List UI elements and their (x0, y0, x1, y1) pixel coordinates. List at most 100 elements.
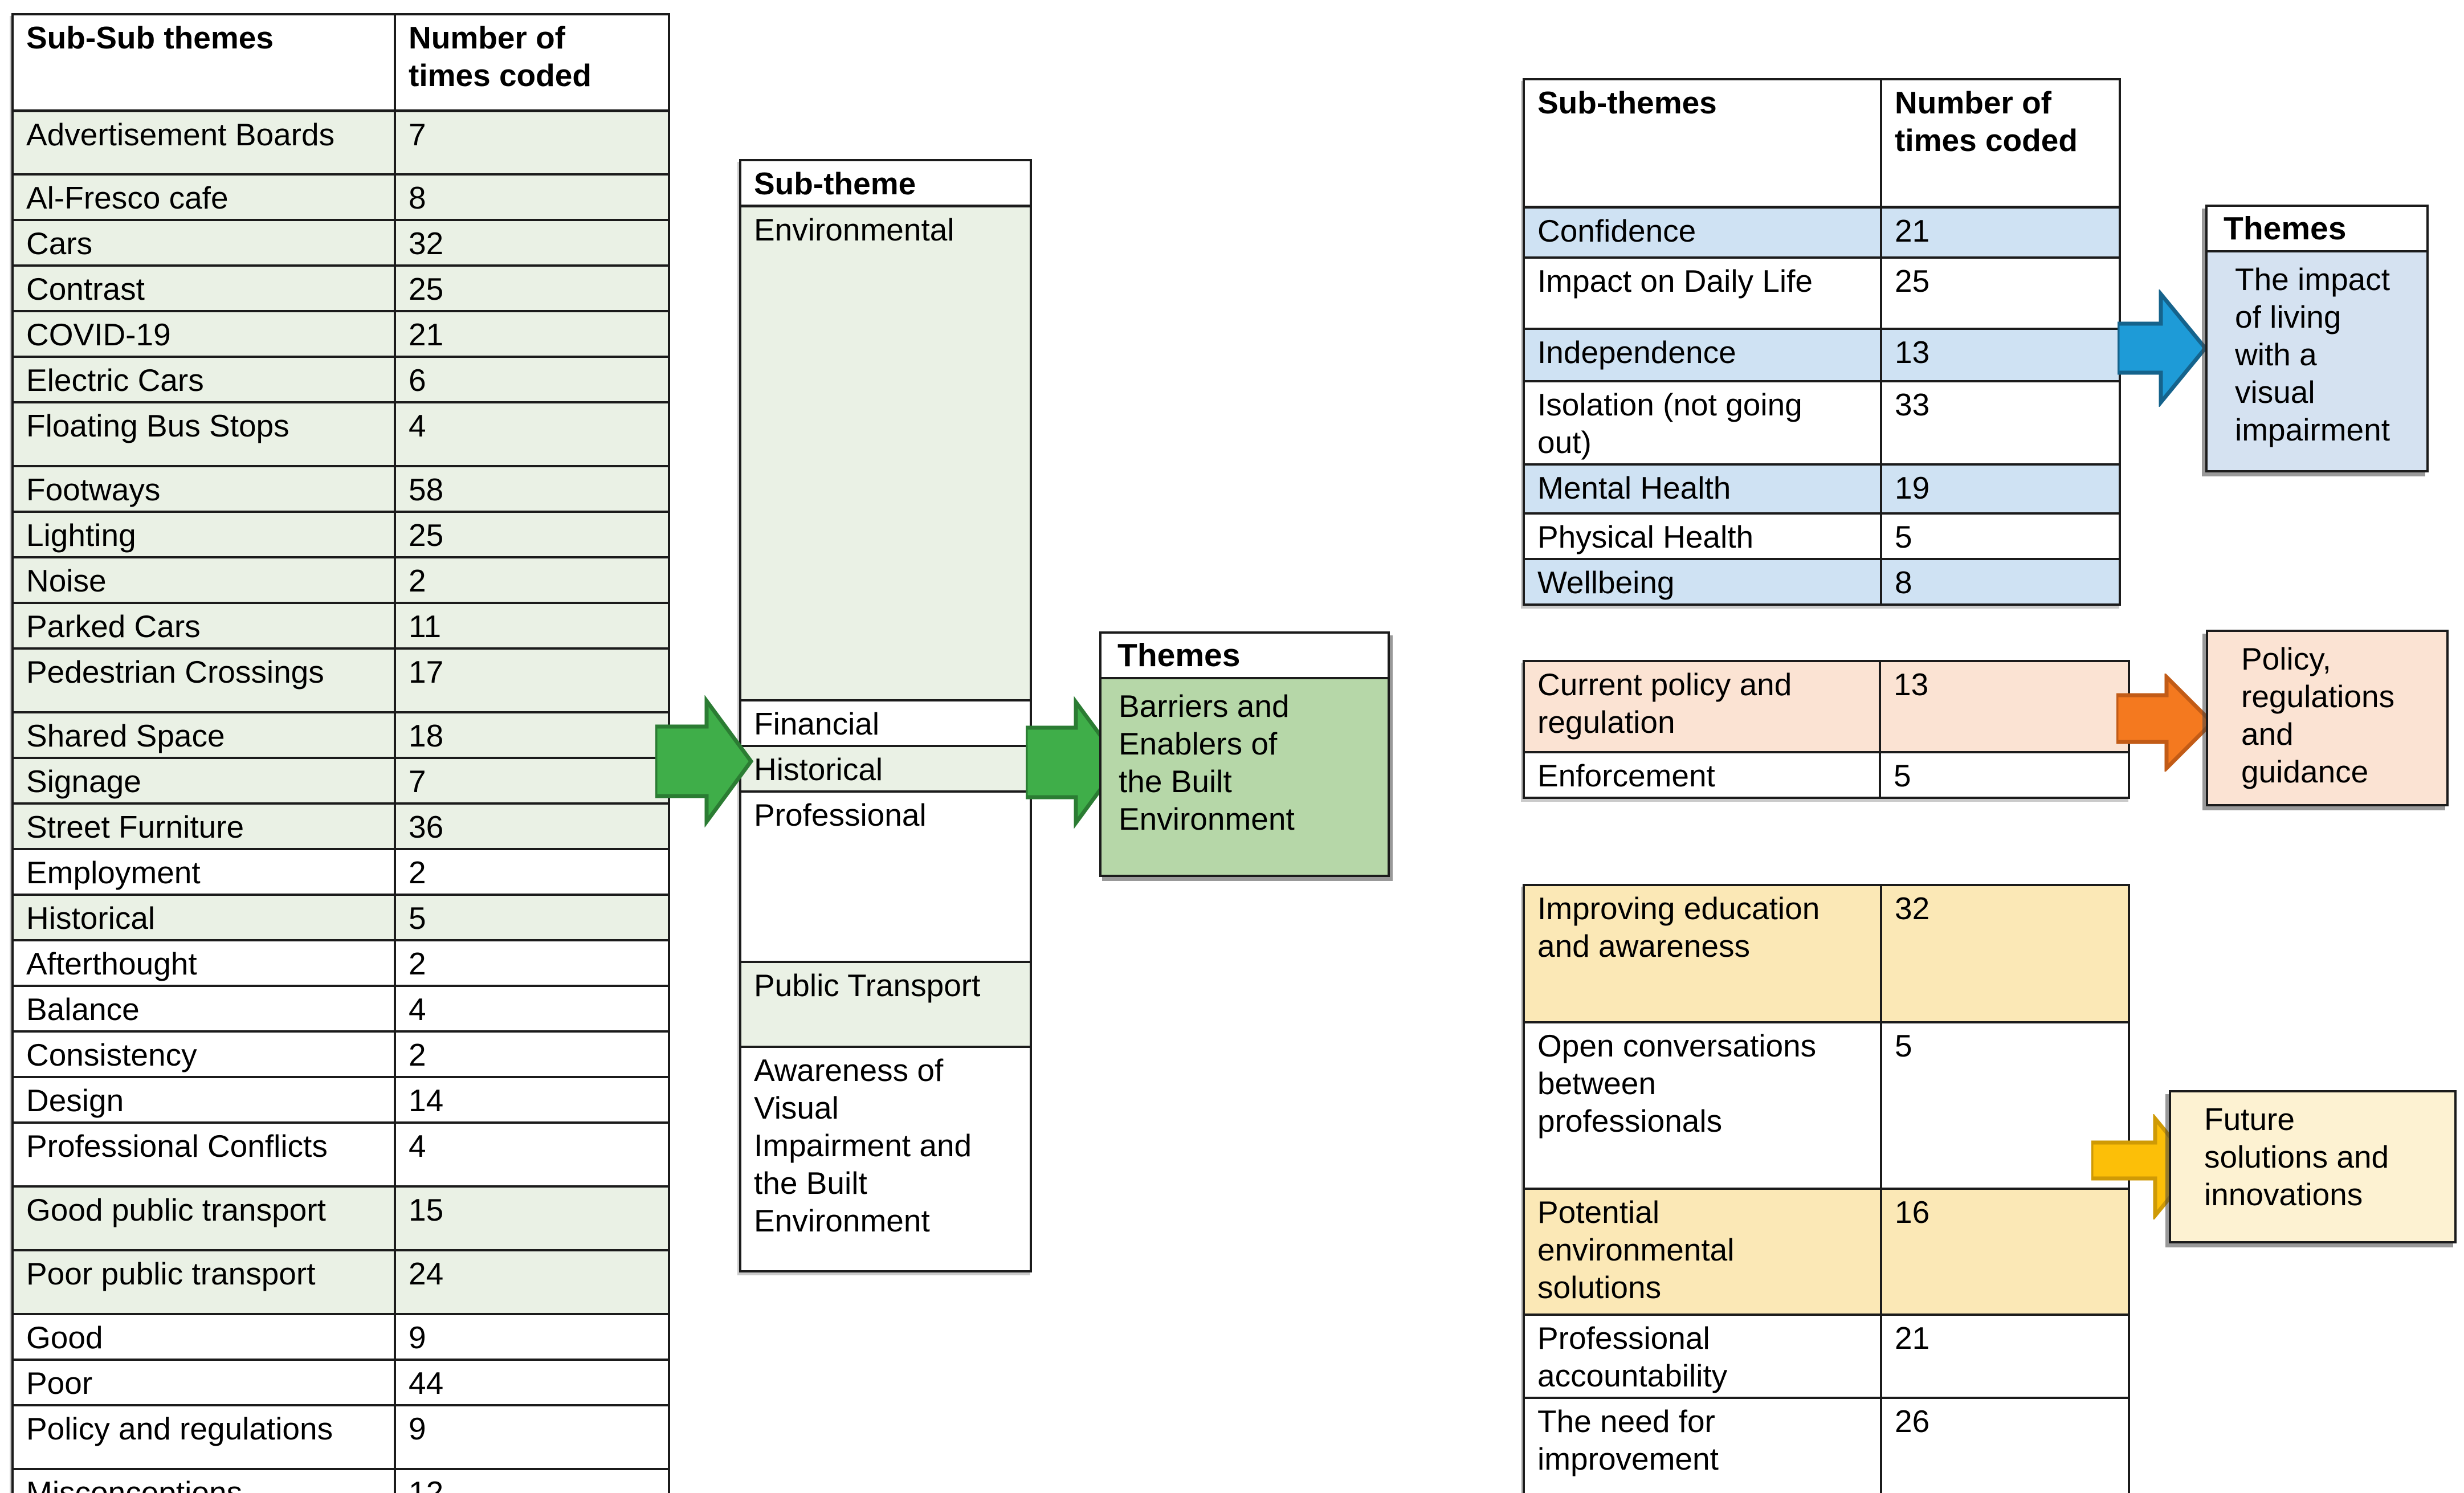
cell-count: 11 (394, 602, 670, 650)
table-row: Financial (739, 699, 1032, 747)
cell-label: Isolation (not going out) (1523, 380, 1882, 466)
cell-label: Professional Conflicts (11, 1121, 396, 1188)
cell-count: 13 (1879, 660, 2130, 753)
cell-label: Good public transport (11, 1185, 396, 1251)
cell-label: Professional accountability (1523, 1313, 1882, 1399)
future-theme-text: Future solutions and innovations (2204, 1102, 2389, 1212)
cell-label: Al-Fresco cafe (11, 173, 396, 221)
cell-label: Wellbeing (1523, 558, 1882, 606)
cell-label: Improving education and awareness (1523, 884, 1882, 1023)
green-arrow-left-icon (655, 695, 754, 827)
cell-label: Independence (1523, 328, 1882, 382)
sub-theme-header: Sub-theme (739, 159, 1032, 207)
cell-label: Poor public transport (11, 1249, 396, 1315)
cell-count: 15 (394, 1185, 670, 1251)
future-theme-box: Future solutions and innovations (2169, 1090, 2457, 1243)
cell-count: 18 (394, 711, 670, 759)
cell-label: Footways (11, 465, 396, 513)
cell-label: Public Transport (739, 960, 1032, 1048)
cell-count: 24 (394, 1249, 670, 1315)
cell-label: Design (11, 1076, 396, 1124)
cell-label: Mental Health (1523, 463, 1882, 515)
cell-label: Lighting (11, 511, 396, 558)
cell-count: 9 (394, 1313, 670, 1361)
cell-count: 25 (1880, 256, 2121, 330)
cell-label: Balance (11, 985, 396, 1033)
table-row: Environmental (739, 205, 1032, 701)
cell-count: 33 (1880, 380, 2121, 466)
themes-header: Themes (1102, 634, 1388, 680)
table-row: Isolation (not going out)33 (1523, 380, 2121, 466)
cell-count: 21 (394, 310, 670, 358)
cell-count: 16 (1880, 1188, 2130, 1316)
cell-label: Impact on Daily Life (1523, 256, 1882, 330)
cell-label: COVID-19 (11, 310, 396, 358)
built-environment-theme-text: Barriers and Enablers of the Built Envir… (1102, 679, 1388, 875)
cell-label: Confidence (1523, 206, 1882, 259)
header-row: Sub-Sub themes Number of times coded (11, 13, 670, 112)
sub-sub-themes-table: Sub-Sub themes Number of times coded Adv… (11, 13, 670, 1493)
table-row: Historical (739, 744, 1032, 793)
cell-count: 14 (394, 1076, 670, 1124)
cell-count: 7 (394, 109, 670, 176)
header-row: Sub-themes Number of times coded (1523, 78, 2121, 209)
cell-count: 5 (1880, 512, 2121, 560)
cell-count: 2 (394, 848, 670, 896)
cell-label: Contrast (11, 264, 396, 312)
cell-count: 21 (1880, 206, 2121, 259)
header-row: Sub-theme (739, 159, 1032, 207)
cell-count: 2 (394, 939, 670, 987)
cell-label: Afterthought (11, 939, 396, 987)
policy-theme-box: Policy, regulations and guidance (2206, 630, 2449, 806)
cell-label: Electric Cars (11, 356, 396, 403)
built-environment-theme-box: Themes Barriers and Enablers of the Buil… (1099, 631, 1390, 878)
cell-count: 19 (1880, 463, 2121, 515)
cell-count: 44 (394, 1359, 670, 1406)
table-row: Public Transport (739, 960, 1032, 1048)
table-row: Awareness of Visual Impairment and the B… (739, 1045, 1032, 1272)
cell-count: 13 (1880, 328, 2121, 382)
cell-count: 4 (394, 401, 670, 467)
sub-sub-themes-header: Sub-Sub themes (11, 13, 396, 112)
cell-count: 12 (394, 1468, 670, 1493)
cell-label: Floating Bus Stops (11, 401, 396, 467)
cell-label: Cars (11, 219, 396, 267)
cell-label: Policy and regulations (11, 1404, 396, 1470)
cell-label: Potential environmental solutions (1523, 1188, 1882, 1316)
cell-count: 26 (1880, 1397, 2130, 1493)
cell-count: 36 (394, 802, 670, 850)
sub-themes-header: Sub-themes (1523, 78, 1882, 209)
cell-label: Employment (11, 848, 396, 896)
cell-label: Pedestrian Crossings (11, 647, 396, 713)
cell-count: 5 (1879, 751, 2130, 799)
cell-label: Noise (11, 556, 396, 604)
cell-label: Professional (739, 790, 1032, 963)
cell-label: Misconceptions (11, 1468, 396, 1493)
